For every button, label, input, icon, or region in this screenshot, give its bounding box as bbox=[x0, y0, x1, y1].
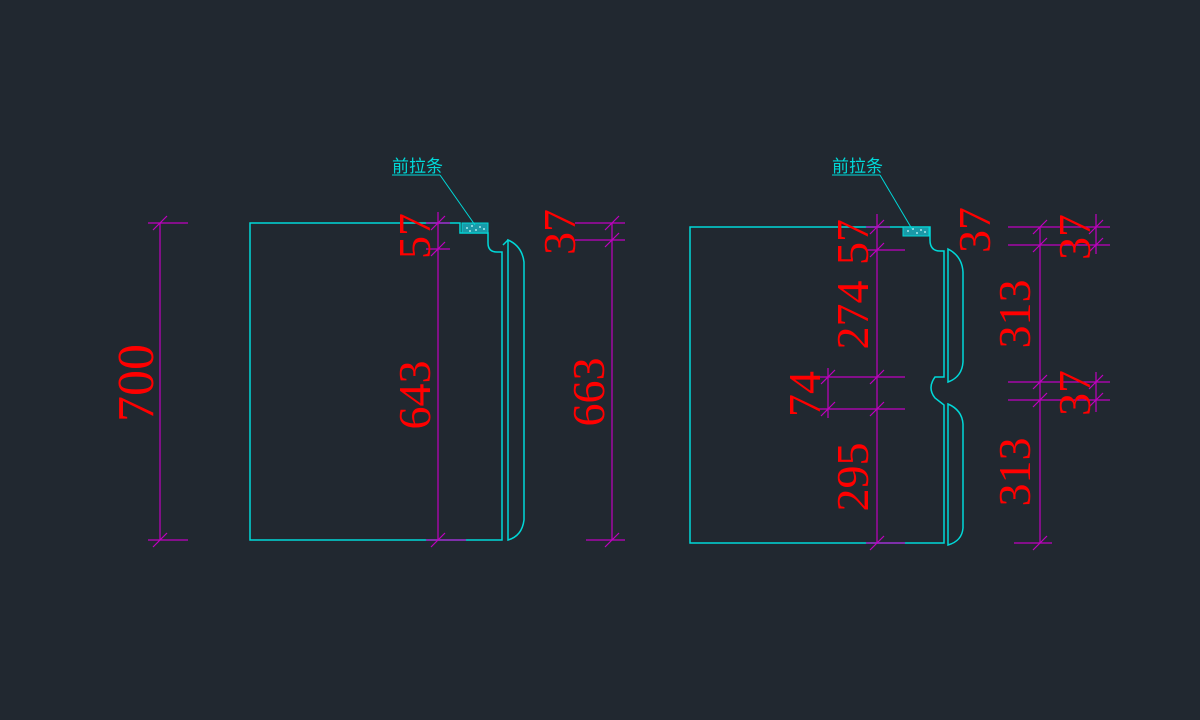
right-view: 前拉条 57 274 74 295 37 bbox=[689, 157, 1110, 551]
left-dim-700 bbox=[148, 215, 188, 548]
right-dim-lower-313-text: 313 bbox=[989, 438, 1040, 507]
right-dim-295-text: 295 bbox=[827, 443, 878, 512]
right-dim-mid-37-text: 37 bbox=[1049, 370, 1100, 416]
left-dim-57-text: 57 bbox=[389, 213, 440, 259]
left-cabinet-outline bbox=[249, 222, 525, 541]
left-dim-700-text: 700 bbox=[108, 344, 165, 422]
left-dim-663-text: 663 bbox=[563, 358, 614, 427]
right-dim-door-37-text: 37 bbox=[949, 207, 1000, 253]
left-callout-label: 前拉条 bbox=[392, 157, 443, 177]
right-dim-74-text: 74 bbox=[779, 371, 830, 417]
right-dim-chain-right bbox=[1008, 214, 1110, 551]
right-pull-strip bbox=[902, 226, 930, 237]
left-dim-643-text: 643 bbox=[389, 361, 440, 430]
left-pull-strip-hatch bbox=[466, 225, 485, 232]
right-dim-top-37-text: 37 bbox=[1049, 214, 1100, 260]
right-callout-leader-diag bbox=[879, 174, 913, 230]
right-dim-57-text: 57 bbox=[827, 219, 878, 265]
left-view: 前拉条 700 57 643 bbox=[108, 157, 625, 548]
right-dim-chain-left bbox=[816, 214, 905, 551]
right-dim-upper-313-text: 313 bbox=[989, 280, 1040, 349]
right-callout-label: 前拉条 bbox=[832, 157, 883, 177]
right-dim-274-text: 274 bbox=[827, 281, 878, 350]
left-callout-leader-diag bbox=[439, 174, 476, 226]
left-dim-643 bbox=[426, 212, 466, 548]
left-dim-663 bbox=[575, 215, 625, 548]
right-cabinet-outline bbox=[689, 226, 964, 546]
right-pull-strip-hatch bbox=[907, 228, 926, 234]
left-dim-37-text: 37 bbox=[534, 209, 585, 255]
left-pull-strip bbox=[461, 222, 489, 234]
